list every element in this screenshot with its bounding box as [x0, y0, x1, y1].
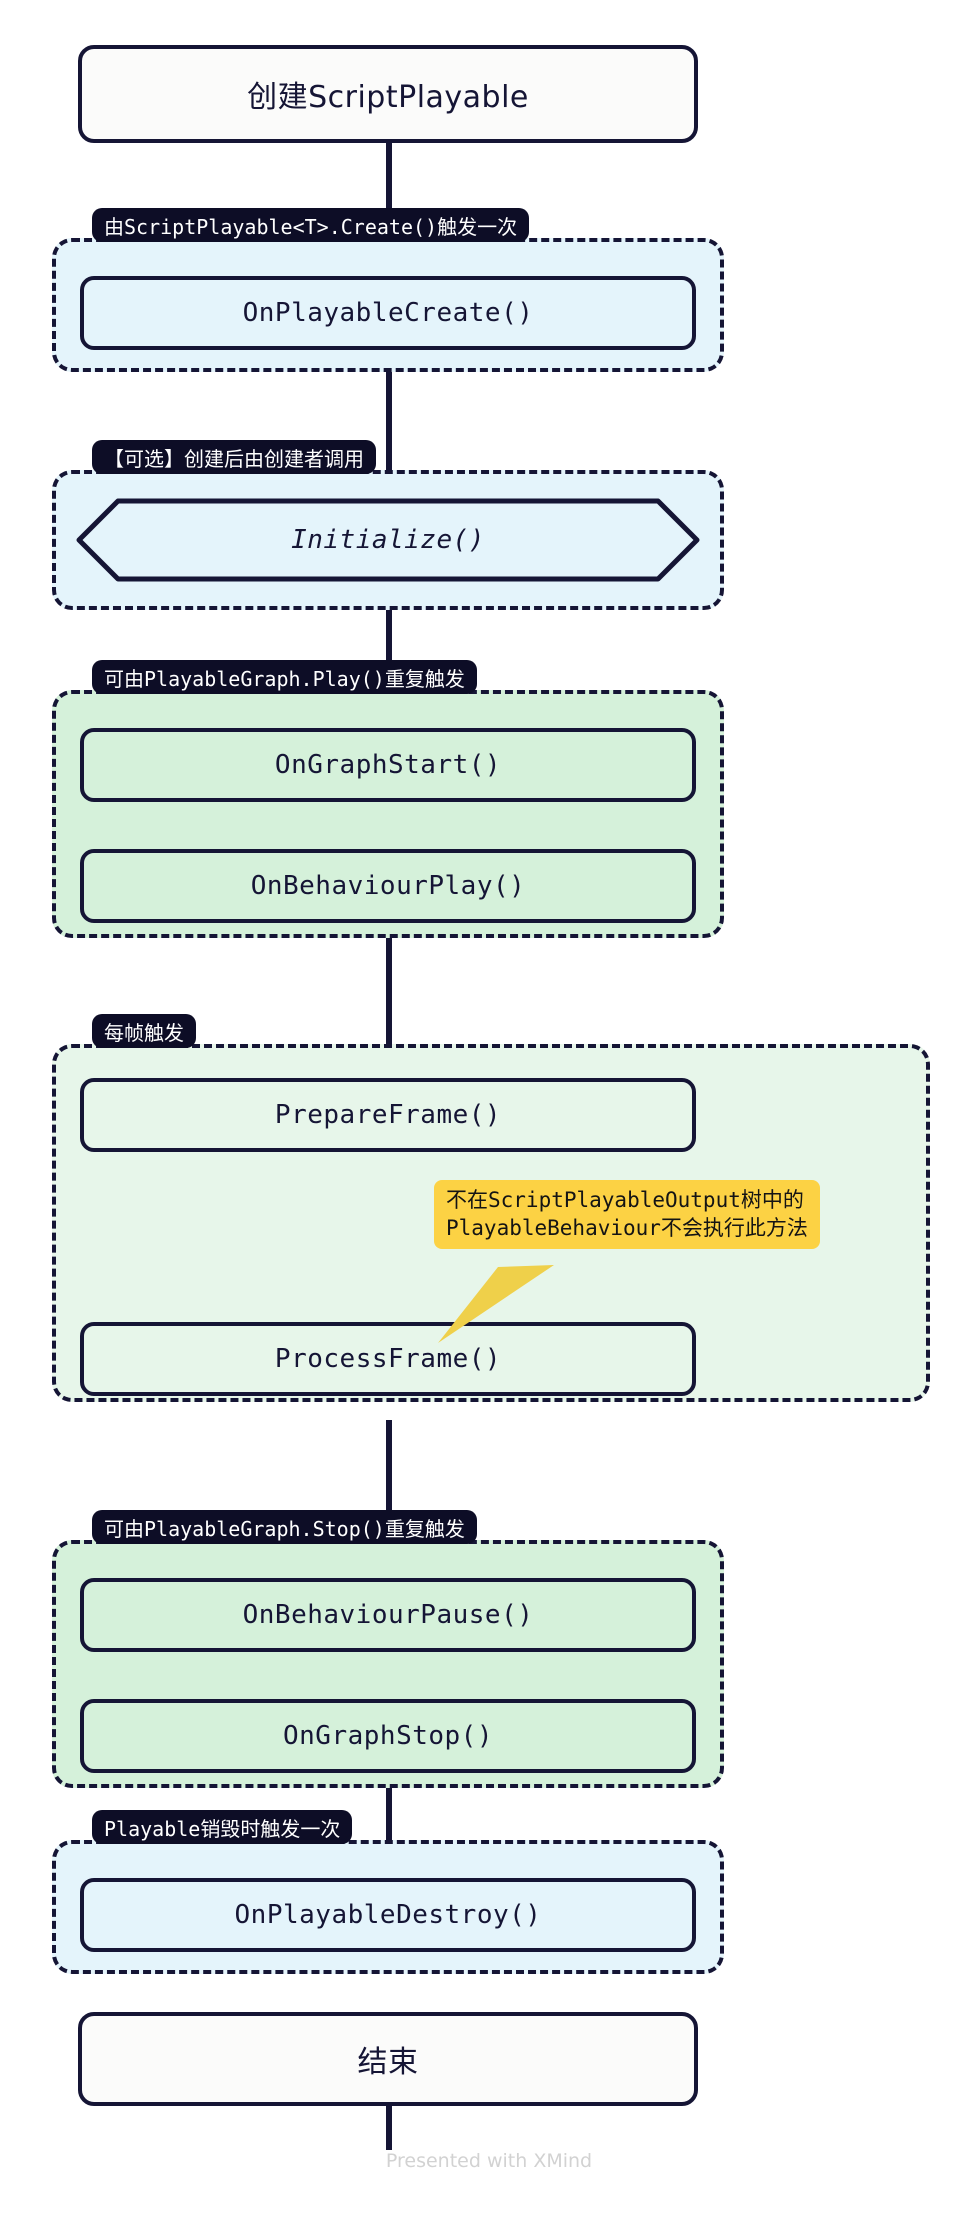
group-initialize-tag: 【可选】创建后由创建者调用 [92, 440, 376, 474]
connector-init-to-play [386, 570, 392, 700]
node-processframe-label: ProcessFrame() [274, 1344, 502, 1374]
node-prepareframe-label: PrepareFrame() [274, 1100, 502, 1130]
connector-start-to-create [386, 112, 392, 222]
node-end-label: 结束 [357, 2045, 419, 2080]
node-start[interactable]: 创建ScriptPlayable [78, 45, 698, 143]
node-onplayabledestroy-label: OnPlayableDestroy() [234, 1900, 542, 1930]
node-onbehaviourpause-label: OnBehaviourPause() [242, 1600, 534, 1630]
callout-line-2: PlayableBehaviour不会执行此方法 [446, 1215, 808, 1240]
node-ongraphstart-label: OnGraphStart() [274, 750, 502, 780]
group-play-tag: 可由PlayableGraph.Play()重复触发 [92, 660, 477, 694]
callout-line-1: 不在ScriptPlayableOutput树中的 [446, 1188, 804, 1212]
node-onbehaviourplay-label: OnBehaviourPlay() [250, 871, 526, 901]
node-start-label: 创建ScriptPlayable [247, 80, 529, 115]
callout-processframe-note: 不在ScriptPlayableOutput树中的 PlayableBehavi… [434, 1180, 820, 1250]
group-create-tag-label: 由ScriptPlayable<T>.Create()触发一次 [104, 214, 518, 239]
node-onplayablecreate[interactable]: OnPlayableCreate() [80, 276, 696, 350]
callout-tail [436, 1265, 566, 1345]
node-prepareframe[interactable]: PrepareFrame() [80, 1078, 696, 1152]
hexagon-shape [76, 498, 700, 582]
node-onbehaviourpause[interactable]: OnBehaviourPause() [80, 1578, 696, 1652]
connector-create-to-init [386, 330, 392, 445]
connector-frame-to-stop [386, 1420, 392, 1550]
node-initialize[interactable]: Initialize() [76, 498, 700, 582]
group-play-tag-label: 可由PlayableGraph.Play()重复触发 [104, 666, 465, 691]
node-onplayablecreate-label: OnPlayableCreate() [242, 298, 534, 328]
group-initialize-tag-label: 【可选】创建后由创建者调用 [104, 446, 364, 471]
group-destroy-tag: Playable销毁时触发一次 [92, 1810, 353, 1844]
node-ongraphstop[interactable]: OnGraphStop() [80, 1699, 696, 1773]
group-stop-tag-label: 可由PlayableGraph.Stop()重复触发 [104, 1516, 465, 1541]
group-create-tag: 由ScriptPlayable<T>.Create()触发一次 [92, 208, 530, 242]
node-ongraphstart[interactable]: OnGraphStart() [80, 728, 696, 802]
footer-watermark-label: Presented with XMind [385, 2150, 593, 2172]
group-frame-tag-label: 每帧触发 [104, 1020, 184, 1045]
node-initialize-label: Initialize() [291, 525, 485, 555]
node-onplayabledestroy[interactable]: OnPlayableDestroy() [80, 1878, 696, 1952]
node-processframe[interactable]: ProcessFrame() [80, 1322, 696, 1396]
node-ongraphstop-label: OnGraphStop() [283, 1721, 493, 1751]
footer-watermark: Presented with XMind [0, 2150, 978, 2172]
connector-play-to-frame [386, 930, 392, 1060]
node-end[interactable]: 结束 [78, 2012, 698, 2106]
group-frame-tag: 每帧触发 [92, 1014, 196, 1048]
group-stop-tag: 可由PlayableGraph.Stop()重复触发 [92, 1510, 477, 1544]
group-destroy-tag-label: Playable销毁时触发一次 [104, 1816, 341, 1841]
node-onbehaviourplay[interactable]: OnBehaviourPlay() [80, 849, 696, 923]
